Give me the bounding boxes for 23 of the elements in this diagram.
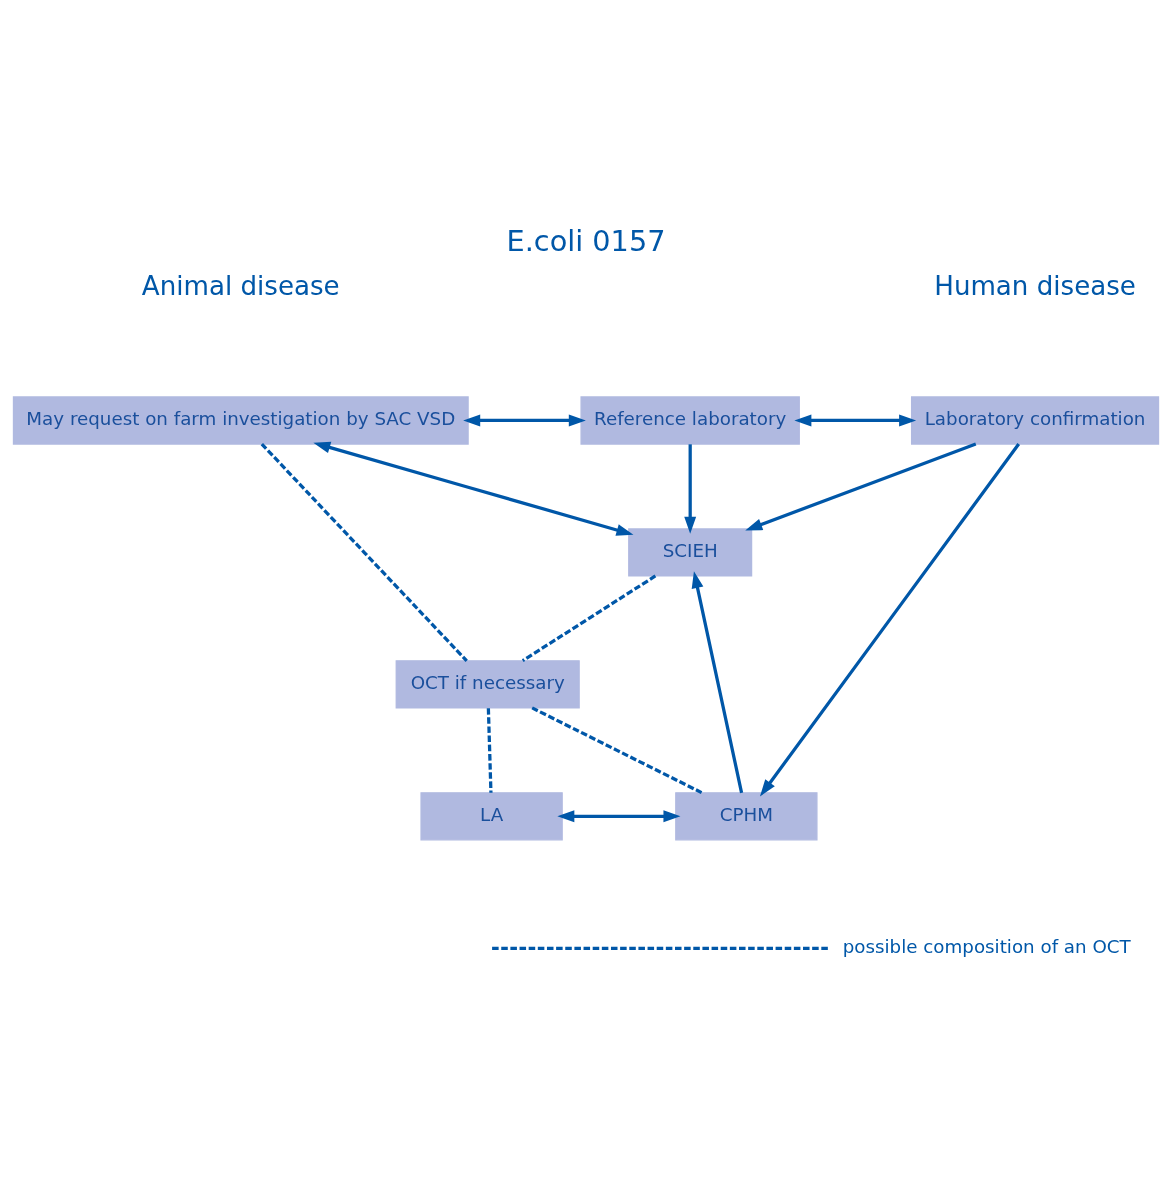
node-box: SCIEH [628, 527, 753, 577]
arrow [759, 442, 1021, 796]
node-box: May request on farm investigation by SAC VSD [12, 395, 469, 445]
arrow [313, 441, 634, 536]
node-box: Reference laboratory [580, 395, 800, 445]
connector [531, 705, 703, 794]
connector [260, 442, 468, 662]
connector [521, 574, 657, 662]
node-box: CPHM [675, 791, 818, 840]
connector [486, 707, 493, 793]
arrow [684, 443, 697, 534]
arrow [557, 809, 681, 822]
node-box: OCT if necessary [395, 659, 580, 709]
node-box: LA [420, 791, 563, 840]
node-box: Laboratory confirmation [910, 395, 1160, 445]
arrow [691, 570, 744, 793]
arrow [463, 414, 586, 426]
arrow [794, 414, 917, 426]
legend-label: possible composition of an OCT [842, 935, 1131, 957]
label: Human disease [934, 270, 1136, 301]
label: Animal disease [141, 270, 340, 301]
diagram-title: E.coli 0157 [506, 223, 666, 258]
arrow [745, 442, 977, 530]
